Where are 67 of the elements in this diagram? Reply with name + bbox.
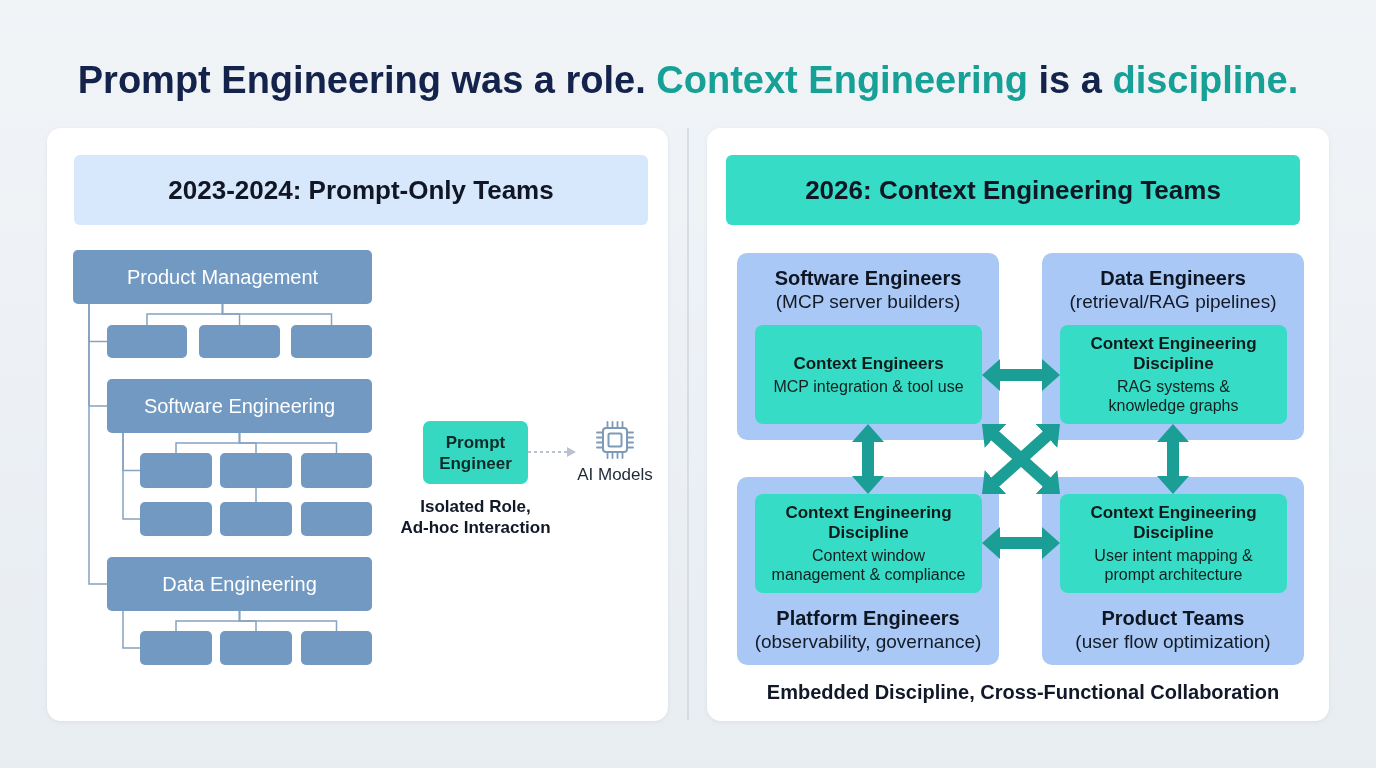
org-box xyxy=(199,325,280,358)
discipline-description: Context window management & compliance xyxy=(770,546,967,584)
crossed-double-arrows xyxy=(982,424,1060,494)
discipline-box xyxy=(1060,325,1287,424)
discipline-box xyxy=(1060,494,1287,593)
team-box xyxy=(1042,477,1304,665)
discipline-box xyxy=(755,494,982,593)
double-arrow xyxy=(852,424,884,494)
team-name: Data Engineers xyxy=(1100,266,1246,290)
org-box xyxy=(140,502,212,536)
model-label: AI Models xyxy=(577,465,653,485)
org-box xyxy=(107,557,372,611)
discipline-title: Context Engineers xyxy=(793,353,944,374)
org-box xyxy=(140,631,212,665)
team-focus: (observability, governance) xyxy=(754,630,982,653)
dotted-arrow xyxy=(527,447,577,457)
discipline-title: Context Engineering Discipline xyxy=(784,503,953,543)
team-box xyxy=(737,253,999,440)
double-arrow xyxy=(1157,424,1189,494)
discipline-title: Context Engineering Discipline xyxy=(1089,334,1258,374)
org-box xyxy=(107,325,187,358)
team-focus: (MCP server builders) xyxy=(775,290,961,313)
department-name: Software Engineering xyxy=(143,394,336,418)
double-arrow xyxy=(982,359,1060,391)
discipline-description: RAG systems & knowledge graphs xyxy=(1107,377,1240,415)
org-box xyxy=(301,502,372,536)
team-name: Product Teams xyxy=(1101,606,1245,630)
connector-line xyxy=(88,303,108,585)
role-box xyxy=(423,421,528,484)
discipline-description: MCP integration & tool use xyxy=(773,376,964,396)
team-name: Software Engineers xyxy=(774,266,962,290)
org-box xyxy=(220,502,292,536)
team-box xyxy=(737,477,999,665)
org-box xyxy=(220,631,292,665)
double-arrow xyxy=(982,527,1060,559)
connector-line xyxy=(221,303,333,326)
connector-line xyxy=(122,432,141,520)
team-name: Platform Engineers xyxy=(776,606,960,630)
panel-card xyxy=(47,128,668,721)
team-box xyxy=(1042,253,1304,440)
org-box xyxy=(220,453,292,488)
discipline-description: User intent mapping & prompt architecture xyxy=(1093,546,1254,584)
panel-caption: Embedded Discipline, Cross-Functional Collaboration xyxy=(766,680,1280,704)
discipline-box xyxy=(755,325,982,424)
role-caption: Isolated Role, Ad-hoc Interaction xyxy=(399,496,552,538)
connector-line xyxy=(238,610,338,632)
org-box xyxy=(301,631,372,665)
team-focus: (user flow optimization) xyxy=(1075,630,1271,653)
org-box xyxy=(73,250,372,304)
header-banner xyxy=(74,155,648,225)
connector-line xyxy=(122,610,141,649)
panel-card xyxy=(707,128,1329,721)
department-name: Product Management xyxy=(126,265,319,289)
role-name: Prompt Engineer xyxy=(438,431,513,474)
section-heading: 2026: Context Engineering Teams xyxy=(805,175,1221,205)
page-title: Prompt Engineering was a role. Context Engineering is a discipline. xyxy=(77,58,1299,102)
org-box xyxy=(140,453,212,488)
section-heading: 2023-2024: Prompt-Only Teams xyxy=(168,175,554,205)
team-focus: (retrieval/RAG pipelines) xyxy=(1069,290,1277,313)
department-name: Data Engineering xyxy=(162,572,317,596)
org-box xyxy=(301,453,372,488)
org-box xyxy=(291,325,372,358)
connector-line xyxy=(255,487,257,503)
connector-line xyxy=(238,432,338,454)
header-banner xyxy=(726,155,1300,225)
discipline-title: Context Engineering Discipline xyxy=(1089,503,1258,543)
org-box xyxy=(107,379,372,433)
